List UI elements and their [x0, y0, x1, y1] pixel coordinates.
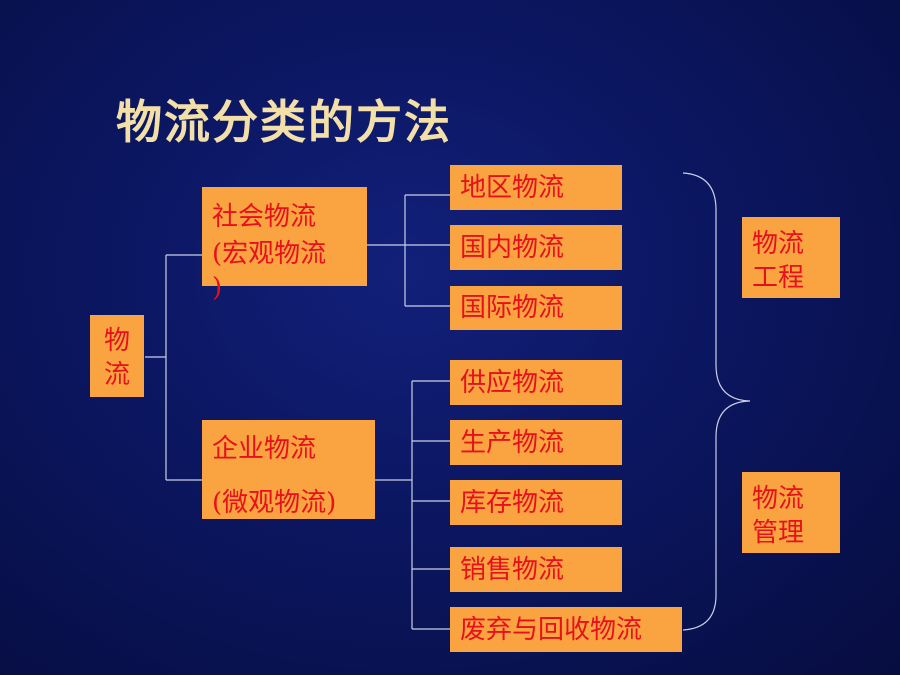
enterprise-item-supply: 供应物流 — [450, 360, 622, 405]
root-node: 物 流 — [90, 315, 144, 397]
category-enterprise-line1: 企业物流 — [212, 434, 317, 464]
curly-brace — [682, 172, 751, 631]
social-item-domestic: 国内物流 — [450, 225, 622, 270]
social-item-international: 国际物流 — [450, 286, 622, 330]
slide-title: 物流分类的方法 — [116, 95, 452, 149]
label-logistics-management: 物流 管理 — [742, 472, 840, 553]
category-social-line1: 社会物流 — [212, 202, 317, 232]
label-line: 物流 — [752, 229, 805, 259]
enterprise-item-label: 供应物流 — [460, 367, 565, 398]
category-enterprise: 企业物流 (微观物流) — [202, 420, 375, 519]
category-social: 社会物流 (宏观物流 ) — [202, 187, 367, 303]
category-social-line3: ) — [212, 273, 223, 303]
category-social-line2: (宏观物流 — [212, 239, 327, 269]
social-item-label: 国际物流 — [460, 293, 565, 323]
root-char-2: 流 — [103, 360, 130, 390]
label-logistics-engineering: 物流 工程 — [742, 217, 840, 298]
enterprise-item-label: 库存物流 — [460, 487, 565, 518]
enterprise-item-production: 生产物流 — [450, 420, 622, 465]
root-char-1: 物 — [103, 326, 130, 356]
social-item-label: 地区物流 — [460, 172, 565, 203]
social-item-label: 国内物流 — [460, 232, 565, 263]
category-enterprise-line2: (微观物流) — [212, 488, 337, 518]
social-item-regional: 地区物流 — [450, 165, 622, 210]
label-line: 管理 — [752, 518, 805, 548]
label-line: 工程 — [752, 263, 805, 293]
enterprise-item-inventory: 库存物流 — [450, 480, 622, 525]
label-line: 物流 — [752, 484, 805, 514]
enterprise-item-sales: 销售物流 — [450, 547, 622, 592]
enterprise-item-label: 生产物流 — [460, 427, 565, 458]
enterprise-item-label: 销售物流 — [460, 554, 565, 585]
enterprise-item-waste-recycling: 废弃与回收物流 — [450, 607, 682, 652]
enterprise-item-label: 废弃与回收物流 — [460, 614, 643, 645]
